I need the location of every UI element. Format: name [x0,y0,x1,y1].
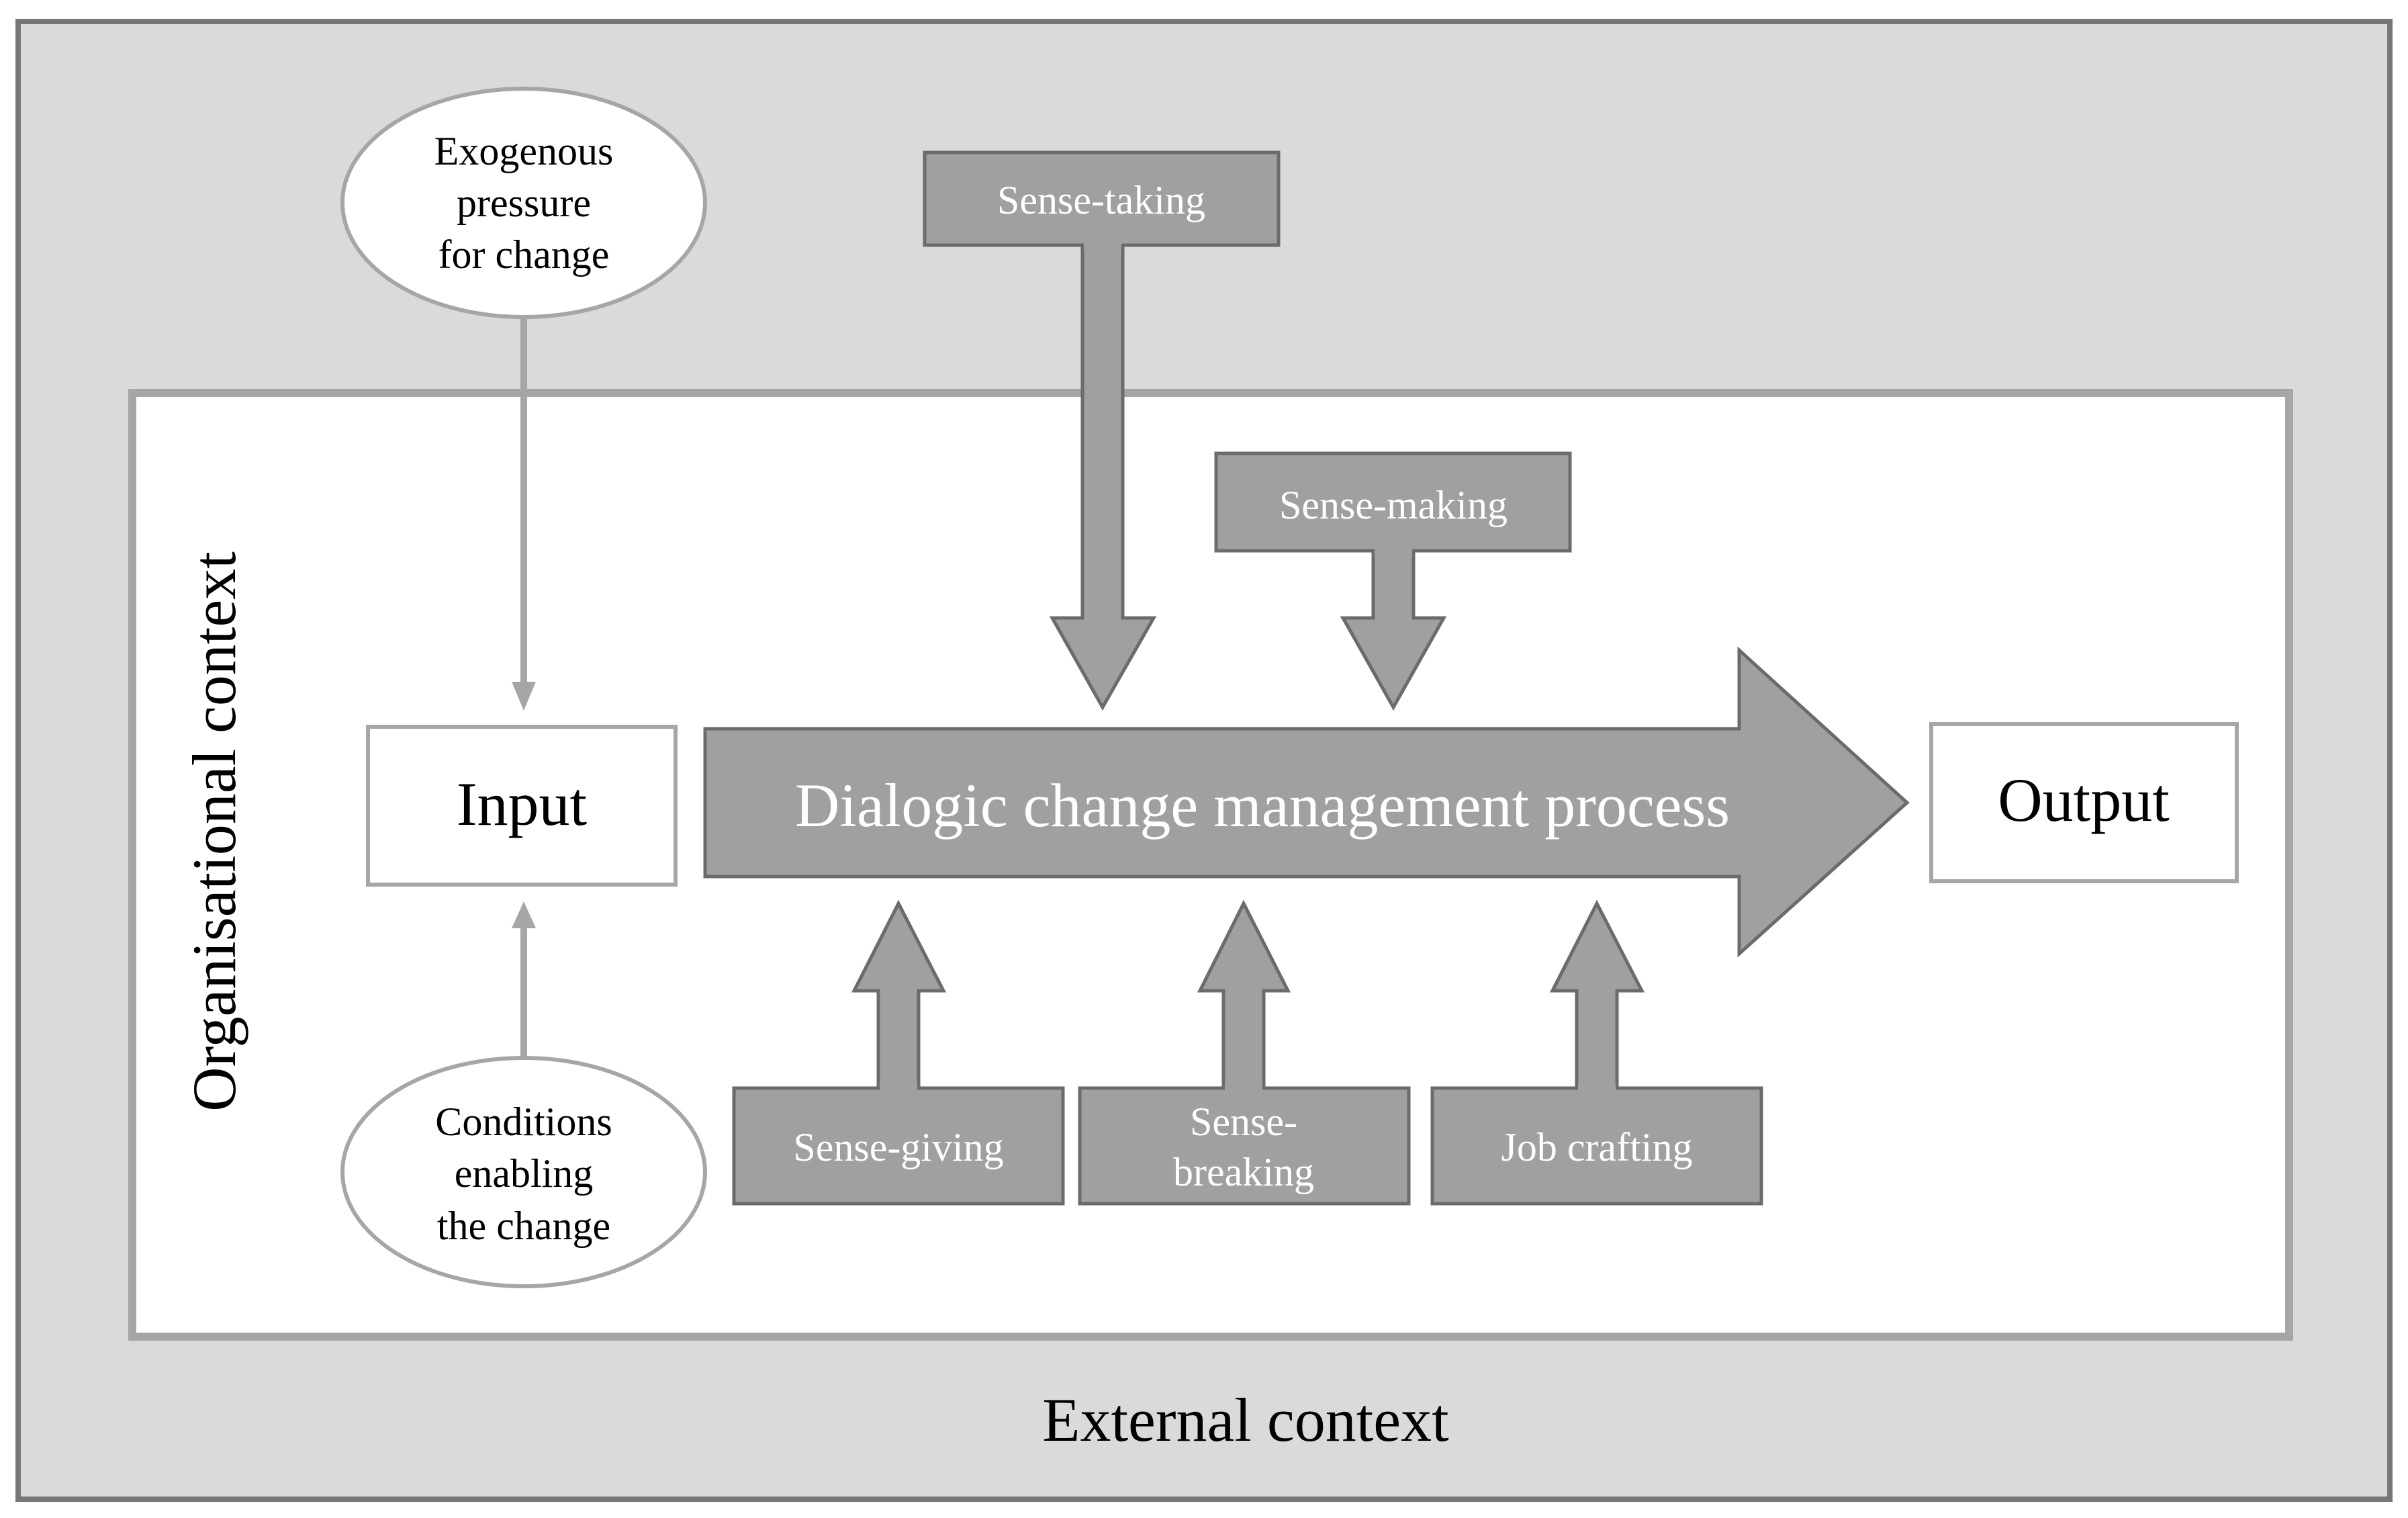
input-box [366,725,678,887]
job-crafting-group: Job crafting [1430,899,1763,1206]
sense-breaking-group: Sense- breaking [1078,899,1411,1206]
job-crafting-label: Job crafting [1501,1125,1693,1169]
output-box [1929,722,2239,883]
sense-giving-label: Sense-giving [793,1125,1003,1169]
external-context-label: External context [1042,1386,1449,1454]
sense-giving-group: Sense-giving [732,899,1065,1206]
exogenous-line-3: for change [438,232,610,277]
sense-making-arrow [1340,549,1447,711]
input-label: Input [457,770,588,838]
sense-taking-label: Sense-taking [997,178,1205,222]
sense-making-label: Sense-making [1279,483,1508,527]
exogenous-line-2: pressure [457,181,591,225]
sense-making-box [1214,451,1572,553]
output-label: Output [1998,766,2170,834]
exogenous-line-1: Exogenous [434,129,614,173]
conditions-line-3: the change [437,1204,610,1248]
sense-taking-arrow [1049,243,1157,711]
sense-taking-joint [1084,242,1121,251]
job-crafting-box [1430,1086,1763,1206]
process-label: Dialogic change management process [795,771,1730,840]
sense-taking-box [923,150,1281,247]
conditions-arrowhead [512,901,536,928]
sense-breaking-line-2: breaking [1173,1150,1314,1194]
sense-taking-group: Sense-taking [923,150,1281,711]
conditions-line-1: Conditions [435,1100,612,1144]
exogenous-arrowhead [512,682,536,711]
sense-breaking-joint [1225,1083,1262,1092]
conditions-line-2: enabling [455,1151,594,1196]
sense-giving-arrow [851,899,947,1090]
job-crafting-arrow [1549,899,1645,1090]
job-crafting-joint [1578,1083,1616,1092]
process-arrow [703,646,1910,958]
sense-giving-joint [880,1083,917,1092]
sense-giving-box [732,1086,1065,1206]
sense-breaking-line-1: Sense- [1190,1100,1297,1144]
sense-making-joint [1375,547,1412,557]
organisational-context-label: Organisational context [180,551,248,1112]
sense-making-group: Sense-making [1214,451,1572,711]
sense-breaking-arrow [1197,899,1291,1090]
